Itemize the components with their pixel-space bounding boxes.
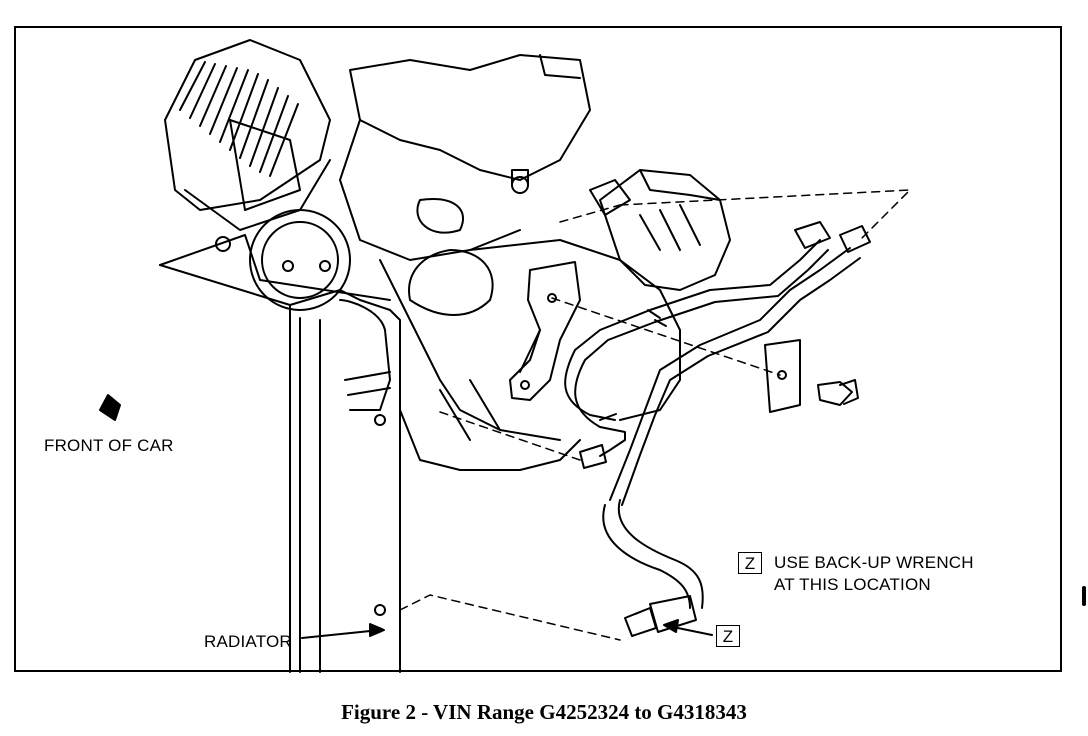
- z-callout-box: Z: [716, 625, 740, 647]
- oil-filter: [589, 169, 731, 291]
- wrench-note-line2: AT THIS LOCATION: [774, 575, 931, 594]
- intake-housing: [164, 39, 331, 231]
- figure-frame: [14, 26, 1062, 672]
- leader-arrows: [301, 619, 713, 639]
- z-legend-box: Z: [738, 552, 762, 574]
- edge-mark: [1082, 586, 1086, 606]
- clip-and-bolt: [764, 339, 859, 413]
- radiator-label: RADIATOR: [204, 632, 292, 651]
- fittings: [579, 221, 871, 637]
- cooler-lines: [564, 239, 861, 609]
- figure-caption: Figure 2 - VIN Range G4252324 to G431834…: [341, 700, 747, 724]
- wrench-note-line1: USE BACK-UP WRENCH: [774, 553, 974, 572]
- pulley: [159, 209, 391, 311]
- front-of-car-arrow: [99, 394, 121, 421]
- engine-block: [339, 54, 681, 471]
- front-of-car-label: FRONT OF CAR: [44, 436, 174, 455]
- line-bracket: [509, 261, 581, 401]
- dashed-leaders: [399, 189, 911, 641]
- radiator: [159, 264, 401, 673]
